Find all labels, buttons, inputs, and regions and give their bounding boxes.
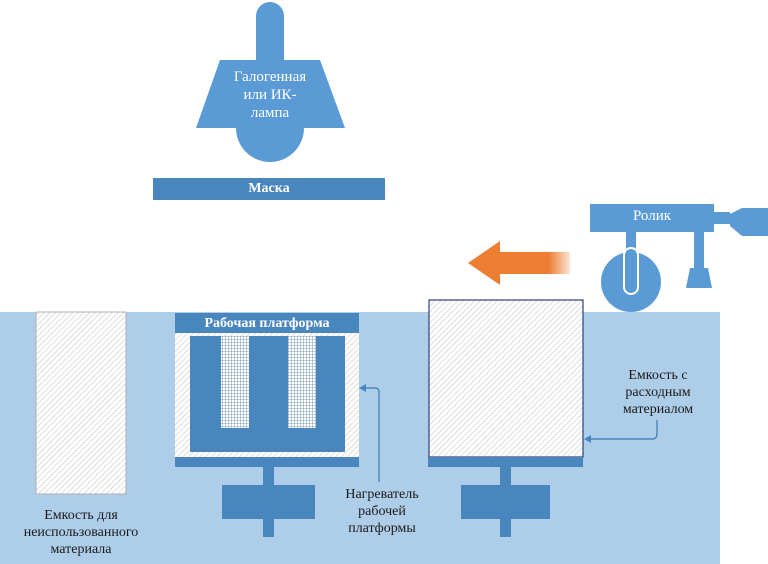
platform-shaft-top [263,467,274,485]
supply-label-line1: Емкость с [628,368,688,383]
printed-part-right [288,336,316,428]
mask-bar [153,178,385,200]
mask-label: Маска [248,181,290,196]
roller-label: Ролик [632,208,672,224]
supply-powder [428,299,584,458]
lamp-label: Галогенная или ИК- лампа [212,68,328,122]
direction-arrow [468,241,570,285]
lamp-label-line1: Галогенная [233,69,307,85]
roller-connector [714,212,730,224]
unused-label-line1: Емкость для [44,508,118,523]
roller-assembly [590,204,768,312]
scraper-post [694,232,704,268]
roller-end-cap [730,208,768,236]
supply-label-line2: расходным [625,385,691,400]
supply-plate [428,457,583,467]
heater-label-line3: платформы [348,521,416,536]
roller-arm [590,204,714,232]
printed-part-left [221,336,249,428]
roller-wheel [601,252,661,312]
lamp-bulb [236,128,304,162]
unused-material-container [35,311,127,495]
unused-label-line3: материала [50,542,112,557]
heater-label-line2: рабочей [358,504,406,519]
platform-heater-block [190,336,345,452]
supply-container [428,299,584,537]
lamp-label-line2: или ИК- [243,87,297,103]
platform-plate [175,457,359,467]
unused-label-line2: неиспользованного [23,525,139,540]
platform-header [175,313,359,333]
supply-shaft-bottom [500,519,511,537]
supply-shaft-top [500,467,511,485]
heater-callout-arrow [359,384,380,482]
working-platform [175,313,359,537]
lamp-shade [196,60,345,128]
supply-callout-arrow [584,420,658,443]
lamp [196,2,345,162]
platform-piston [222,485,315,519]
platform-shaft-bottom [263,519,274,537]
heater-label: Нагреватель рабочей платформы [322,486,442,537]
heater-label-line1: Нагреватель [345,487,419,502]
platform-label: Рабочая платформа [204,316,330,331]
supply-label-line3: материалом [622,402,694,417]
supply-piston [461,485,550,519]
scraper-blade [686,268,712,288]
supply-container-label: Емкость с расходным материалом [598,367,718,418]
unused-container-label: Емкость для неиспользованного материала [0,507,162,558]
lamp-label-line3: лампа [250,105,290,121]
